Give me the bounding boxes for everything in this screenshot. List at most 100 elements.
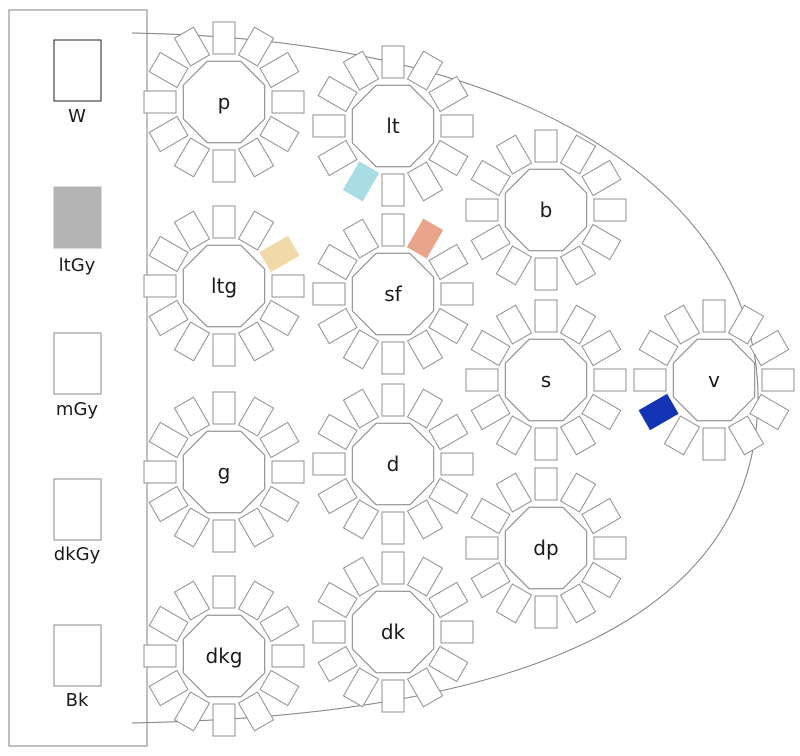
seat[interactable] <box>271 460 305 484</box>
seat[interactable] <box>212 703 236 737</box>
seat[interactable] <box>317 75 358 113</box>
seat[interactable] <box>406 50 444 91</box>
seat[interactable] <box>593 536 627 560</box>
seat[interactable] <box>381 213 405 247</box>
seat[interactable] <box>428 645 469 683</box>
seat[interactable] <box>143 90 177 114</box>
seat[interactable] <box>495 245 533 286</box>
seat[interactable] <box>237 396 275 437</box>
seat[interactable] <box>727 415 765 456</box>
table-top[interactable] <box>182 430 266 514</box>
seat[interactable] <box>470 393 511 431</box>
seat[interactable] <box>534 129 558 163</box>
seat[interactable] <box>406 329 444 370</box>
seat[interactable] <box>406 499 444 540</box>
seat[interactable] <box>495 415 533 456</box>
seat[interactable] <box>534 427 558 461</box>
seat[interactable] <box>749 329 790 367</box>
seat[interactable] <box>428 139 469 177</box>
seat[interactable] <box>317 307 358 345</box>
seat[interactable] <box>259 669 300 707</box>
seat[interactable] <box>428 581 469 619</box>
seat[interactable] <box>381 551 405 585</box>
seat[interactable] <box>440 452 474 476</box>
seat[interactable] <box>406 556 444 597</box>
seat[interactable] <box>237 580 275 621</box>
seat[interactable] <box>148 669 189 707</box>
seat[interactable] <box>342 667 380 708</box>
seat[interactable] <box>148 485 189 523</box>
seat[interactable] <box>581 393 622 431</box>
seat[interactable] <box>440 620 474 644</box>
seat[interactable] <box>465 368 499 392</box>
seat[interactable] <box>173 580 211 621</box>
seat[interactable] <box>173 396 211 437</box>
table-top[interactable] <box>504 338 588 422</box>
table-top[interactable] <box>351 252 435 336</box>
seat[interactable] <box>312 620 346 644</box>
seat[interactable] <box>428 413 469 451</box>
seat[interactable] <box>237 507 275 548</box>
seat[interactable] <box>317 413 358 451</box>
seat[interactable] <box>237 321 275 362</box>
seat[interactable] <box>559 134 597 175</box>
seat[interactable] <box>271 274 305 298</box>
seat[interactable] <box>381 383 405 417</box>
table-top[interactable] <box>504 506 588 590</box>
table-top[interactable] <box>182 244 266 328</box>
seat[interactable] <box>559 583 597 624</box>
seat[interactable] <box>406 161 444 202</box>
seat[interactable] <box>259 421 300 459</box>
seat[interactable] <box>381 511 405 545</box>
seat[interactable] <box>342 329 380 370</box>
seat[interactable] <box>702 427 726 461</box>
seat[interactable] <box>212 21 236 55</box>
seat[interactable] <box>259 115 300 153</box>
seat[interactable] <box>428 243 469 281</box>
seat[interactable] <box>212 149 236 183</box>
seat[interactable] <box>465 536 499 560</box>
seat[interactable] <box>212 333 236 367</box>
seat[interactable] <box>581 329 622 367</box>
seat[interactable] <box>381 45 405 79</box>
seat[interactable] <box>173 691 211 732</box>
seat[interactable] <box>212 391 236 425</box>
seat[interactable] <box>581 561 622 599</box>
seat[interactable] <box>317 477 358 515</box>
seat[interactable] <box>312 114 346 138</box>
seat[interactable] <box>148 51 189 89</box>
seat[interactable] <box>312 282 346 306</box>
seat[interactable] <box>259 51 300 89</box>
seat[interactable] <box>173 321 211 362</box>
seat[interactable] <box>534 299 558 333</box>
table-top[interactable] <box>182 60 266 144</box>
seat[interactable] <box>428 75 469 113</box>
seat[interactable] <box>465 198 499 222</box>
seat[interactable] <box>593 198 627 222</box>
seat[interactable] <box>173 507 211 548</box>
seat[interactable] <box>148 115 189 153</box>
seat[interactable] <box>143 460 177 484</box>
seat[interactable] <box>406 388 444 429</box>
seat[interactable] <box>428 477 469 515</box>
seat[interactable] <box>342 50 380 91</box>
seat[interactable] <box>470 497 511 535</box>
seat[interactable] <box>495 134 533 175</box>
seat[interactable] <box>148 299 189 337</box>
seat[interactable] <box>271 90 305 114</box>
seat[interactable] <box>237 691 275 732</box>
seat[interactable] <box>495 472 533 513</box>
seat[interactable] <box>173 210 211 251</box>
seat[interactable] <box>148 421 189 459</box>
seat[interactable] <box>440 282 474 306</box>
highlighted-seat[interactable] <box>342 161 380 202</box>
seat[interactable] <box>495 304 533 345</box>
seat[interactable] <box>212 205 236 239</box>
seat[interactable] <box>702 299 726 333</box>
seat[interactable] <box>663 304 701 345</box>
seat[interactable] <box>534 467 558 501</box>
seat[interactable] <box>148 235 189 273</box>
seat[interactable] <box>534 257 558 291</box>
seat[interactable] <box>342 499 380 540</box>
seat[interactable] <box>212 519 236 553</box>
